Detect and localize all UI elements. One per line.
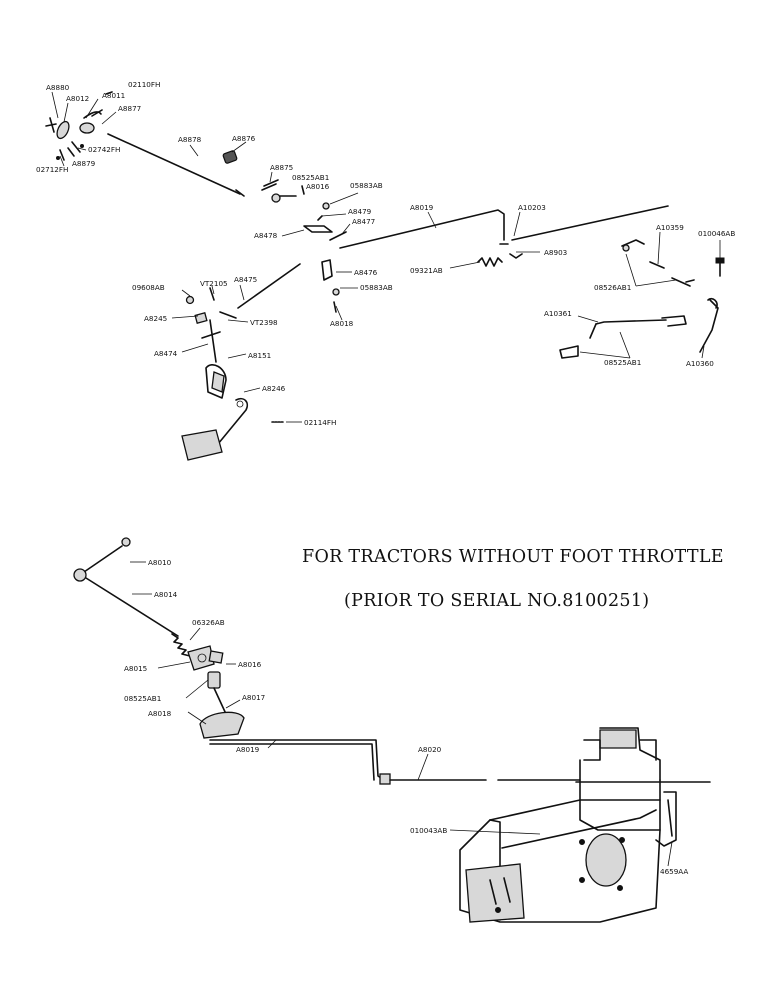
leader-lines <box>51 91 721 867</box>
label-4659aa: 4659AA <box>660 867 688 876</box>
label-a8012-top: A8012 <box>66 94 89 103</box>
spring-09321ab <box>477 253 523 267</box>
rod-a8019-lower <box>209 739 391 785</box>
label-a8011: A8011 <box>102 91 125 100</box>
label-a10359: A10359 <box>656 223 684 232</box>
label-a8477: A8477 <box>352 217 375 226</box>
label-a8151: A8151 <box>248 351 271 360</box>
label-a8016-top: A8016 <box>306 182 330 191</box>
label-a8015: A8015 <box>124 664 147 673</box>
lever-a8476 <box>321 259 340 313</box>
label-a8019-top: A8019 <box>410 203 434 212</box>
label-06326ab: 06326AB <box>192 618 225 627</box>
label-a8876: A8876 <box>232 134 256 143</box>
label-a8875: A8875 <box>270 163 293 172</box>
label-a8018-bottom: A8018 <box>148 709 172 718</box>
label-a8475: A8475 <box>234 275 257 284</box>
label-a10203: A10203 <box>518 203 546 212</box>
label-vt2105: VT2105 <box>200 279 228 288</box>
label-09321ab: 09321AB <box>410 266 443 275</box>
label-08526ab1: 08526AB1 <box>594 283 631 292</box>
label-a8019-bottom: A8019 <box>236 745 260 754</box>
label-010046ab: 010046AB <box>698 229 735 238</box>
pedal-linkage-group <box>185 287 237 399</box>
hand-lever-group <box>45 91 113 161</box>
rod-a10203 <box>511 205 669 241</box>
label-a8017: A8017 <box>242 693 265 702</box>
foot-pedal-a8246 <box>181 397 249 461</box>
label-vt2398: VT2398 <box>250 318 278 327</box>
label-a8476: A8476 <box>354 268 378 277</box>
label-a8478: A8478 <box>254 231 278 240</box>
rod-a8019-upper <box>339 209 509 249</box>
label-a8016-bottom: A8016 <box>238 660 262 669</box>
label-08525ab1-bottom: 08525AB1 <box>124 694 161 703</box>
label-02742fh: 02742FH <box>88 145 120 154</box>
label-a10360: A10360 <box>686 359 714 368</box>
label-a8878: A8878 <box>178 135 202 144</box>
rod-a8475 <box>237 263 301 309</box>
label-a8014: A8014 <box>154 590 178 599</box>
note-line-1: FOR TRACTORS WITHOUT FOOT THROTTLE <box>302 547 724 567</box>
label-a8877: A8877 <box>118 104 141 113</box>
throttle-rod-a8878 <box>107 133 245 197</box>
label-09608ab: 09608AB <box>132 283 165 292</box>
rod-a8014 <box>85 577 179 637</box>
governor-housing <box>459 727 711 923</box>
label-08525ab1-right: 08525AB1 <box>604 358 641 367</box>
label-010043ab: 010043AB <box>410 826 447 835</box>
label-a8010: A8010 <box>148 558 172 567</box>
label-a10361: A10361 <box>544 309 572 318</box>
label-a8020: A8020 <box>418 745 442 754</box>
note-line-2: (PRIOR TO SERIAL NO.8100251) <box>344 591 649 611</box>
label-02114fh: 02114FH <box>304 418 336 427</box>
label-02712fh: 02712FH <box>36 165 68 174</box>
label-a8246: A8246 <box>262 384 286 393</box>
hand-lever-a8010 <box>73 537 131 582</box>
right-linkage-group <box>559 239 725 359</box>
knob-a8876 <box>222 150 238 164</box>
spring-06326ab <box>171 633 191 657</box>
label-08525ab1-top: 08525AB1 <box>292 173 329 182</box>
bracket-4659aa <box>655 791 677 847</box>
linkage-a8875-group <box>261 179 347 241</box>
label-a8879: A8879 <box>72 159 96 168</box>
label-a8479: A8479 <box>348 207 372 216</box>
label-a8245: A8245 <box>144 314 167 323</box>
applicability-note: FOR TRACTORS WITHOUT FOOT THROTTLE (PRIO… <box>302 547 724 611</box>
rod-010043ab <box>501 809 657 849</box>
part-labels: A8880 A8012 02110FH A8011 A8877 02742FH … <box>36 80 735 876</box>
link-a8017-a8018 <box>199 687 245 739</box>
label-a8018-top: A8018 <box>330 319 354 328</box>
label-05883ab-top: 05883AB <box>350 181 383 190</box>
label-a8880: A8880 <box>46 83 70 92</box>
label-05883ab-mid: 05883AB <box>360 283 393 292</box>
label-a8474: A8474 <box>154 349 178 358</box>
label-a8903: A8903 <box>544 248 567 257</box>
label-02110fh: 02110FH <box>128 80 160 89</box>
